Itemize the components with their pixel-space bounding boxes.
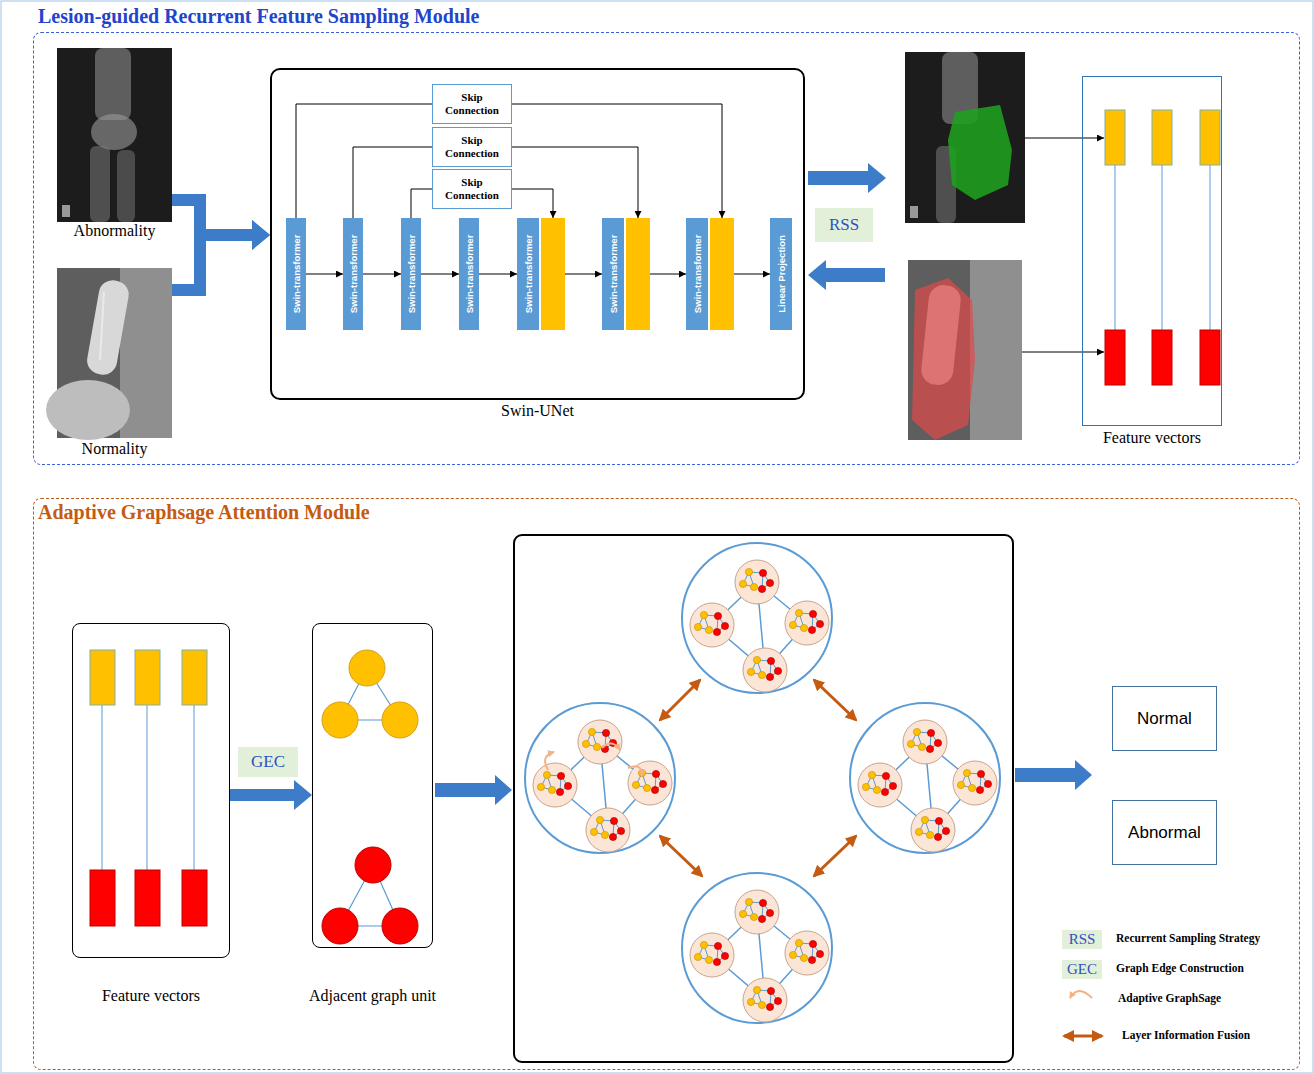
box-label: Skip Connection [441, 134, 503, 159]
connector-arrow [421, 274, 459, 275]
rotated-holder: Swin-transformer [523, 235, 534, 314]
caption-holder: Normality [0, 440, 232, 458]
rotated-holder: Linear Projection [776, 235, 787, 313]
rotated-holder: Swin-transformer [406, 235, 417, 314]
box-label: RSS [829, 215, 859, 235]
strategy-tag: GEC [238, 747, 298, 777]
flow-arrow [230, 789, 294, 801]
caption-holder: Feature vectors [1023, 429, 1281, 447]
graph-unit-box: Adjacent graph unit [312, 623, 433, 948]
flow-arrow [172, 235, 252, 290]
caption: Abnormality [74, 222, 156, 239]
legend-text: Adaptive GraphSage [1118, 992, 1221, 1004]
encoder-block: Swin-transformer [401, 218, 421, 330]
rotated-holder: Swin-transformer [348, 235, 359, 314]
block-label: Swin-transformer [464, 235, 475, 314]
module-panel: Adaptive Graphsage Attention ModuleFeatu… [33, 498, 1300, 1070]
connector-arrow [306, 274, 343, 275]
legend-swatch: GEC [1062, 960, 1102, 979]
strategy-tag: RSS [815, 208, 873, 242]
rotated-holder: Swin-transformer [692, 235, 703, 314]
block-label: Swin-transformer [523, 235, 534, 314]
legend-text: Layer Information Fusion [1122, 1029, 1250, 1041]
connector-arrow [411, 189, 432, 218]
caption-holder: Swin-UNet [212, 402, 863, 420]
caption-holder: Feature vectors [13, 987, 289, 1005]
encoder-block: Swin-transformer [286, 218, 306, 330]
block-label: Swin-transformer [692, 235, 703, 314]
connector-arrow [363, 274, 401, 275]
skip-box: Skip Connection [432, 127, 512, 167]
feature-box: Feature vectors [72, 623, 230, 958]
title-holder: Lesion-guided Recurrent Feature Sampling… [38, 5, 479, 28]
projection-block: Linear Projection [770, 218, 792, 330]
connector-arrow [353, 147, 432, 218]
legend-text: Recurrent Sampling Strategy [1116, 932, 1260, 944]
output-box: Abnormal [1112, 800, 1217, 865]
module-panel: Lesion-guided Recurrent Feature Sampling… [33, 32, 1300, 465]
block-label: Swin-transformer [406, 235, 417, 314]
legend-swatch: RSS [1062, 930, 1102, 949]
box-label: Abnormal [1128, 823, 1201, 843]
skip-box: Skip Connection [432, 84, 512, 124]
decoder-block: Swin-transformer [517, 218, 565, 330]
connector-arrow [650, 274, 686, 275]
connector-arrow [479, 274, 517, 275]
rotated-holder: Swin-transformer [464, 235, 475, 314]
panel-title: Adaptive Graphsage Attention Module [38, 501, 370, 523]
connector-arrow [512, 189, 553, 218]
decoder-block: Swin-transformer [602, 218, 650, 330]
connector-arrow [512, 147, 638, 218]
xray-image: Abnormality [57, 48, 172, 222]
connector-arrow [296, 104, 432, 218]
box-label: GEC [251, 752, 285, 772]
box-label: Skip Connection [441, 176, 503, 201]
block-label: Swin-transformer [291, 235, 302, 314]
box-label: Normal [1137, 709, 1192, 729]
connector-arrow [512, 104, 722, 218]
xray-image: Normality [57, 268, 172, 438]
decoder-block: Swin-transformer [686, 218, 734, 330]
block-label: Linear Projection [776, 235, 787, 313]
bottleneck-block: Swin-transformer [459, 218, 479, 330]
rotated-holder: Swin-transformer [608, 235, 619, 314]
caption: Normality [82, 440, 148, 457]
block-label: Swin-transformer [348, 235, 359, 314]
skip-box: Skip Connection [432, 169, 512, 209]
caption: Swin-UNet [501, 402, 574, 419]
connector-arrow [734, 274, 770, 275]
network-box: Swin-UNetSkip ConnectionSkip ConnectionS… [270, 68, 805, 400]
caption: Feature vectors [1103, 429, 1201, 446]
legend-abbrev: RSS [1069, 931, 1096, 948]
block-label: Swin-transformer [608, 235, 619, 314]
box-label: Skip Connection [441, 91, 503, 116]
feature-box: Feature vectors [1082, 76, 1222, 426]
caption: Adjacent graph unit [309, 987, 436, 1004]
encoder-block: Swin-transformer [343, 218, 363, 330]
title-holder: Adaptive Graphsage Attention Module [38, 501, 370, 524]
output-box: Normal [1112, 686, 1217, 751]
legend-abbrev: GEC [1067, 961, 1097, 978]
caption-holder: Abnormality [0, 222, 232, 240]
legend-text: Graph Edge Construction [1116, 962, 1244, 974]
panel-title: Lesion-guided Recurrent Feature Sampling… [38, 5, 479, 27]
caption-holder: Adjacent graph unit [253, 987, 492, 1005]
caption: Feature vectors [102, 987, 200, 1004]
rotated-holder: Swin-transformer [291, 235, 302, 314]
connector-arrow [565, 274, 602, 275]
